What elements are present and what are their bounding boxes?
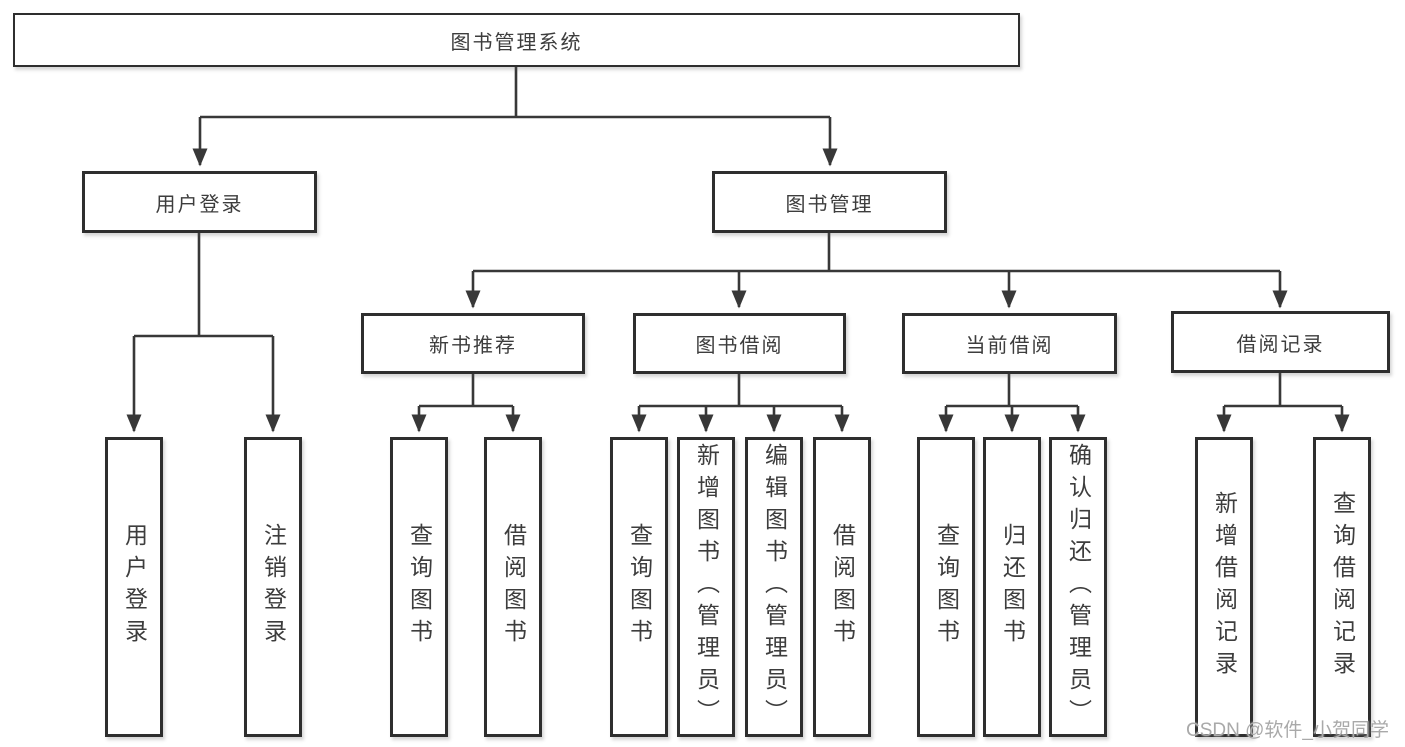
leaf-add-book-admin: 新增图书（管理员）: [677, 437, 735, 737]
leaf-query-books-current: 查询图书: [917, 437, 975, 737]
node-library-system: 图书管理系统: [13, 13, 1020, 67]
leaf-query-borrow-record: 查询借阅记录: [1313, 437, 1371, 737]
node-book-borrowing: 图书借阅: [633, 313, 846, 374]
leaf-confirm-return-admin: 确认归还（管理员）: [1049, 437, 1107, 737]
node-book-management: 图书管理: [712, 171, 947, 233]
node-current-borrowing: 当前借阅: [902, 313, 1117, 374]
leaf-borrow-books-recommend: 借阅图书: [484, 437, 542, 737]
leaf-query-books-borrowing: 查询图书: [610, 437, 668, 737]
leaf-add-borrow-record: 新增借阅记录: [1195, 437, 1253, 737]
leaf-borrow-books-borrowing: 借阅图书: [813, 437, 871, 737]
leaf-return-book: 归还图书: [983, 437, 1041, 737]
leaf-logout: 注销登录: [244, 437, 302, 737]
node-new-book-recommend: 新书推荐: [361, 313, 585, 374]
csdn-watermark: CSDN @软件_小贺同学: [1186, 720, 1389, 741]
leaf-edit-book-admin: 编辑图书（管理员）: [745, 437, 803, 737]
node-user-login: 用户登录: [82, 171, 317, 233]
leaf-query-books-recommend: 查询图书: [390, 437, 448, 737]
node-borrowing-records: 借阅记录: [1171, 311, 1390, 373]
leaf-user-login: 用户登录: [105, 437, 163, 737]
